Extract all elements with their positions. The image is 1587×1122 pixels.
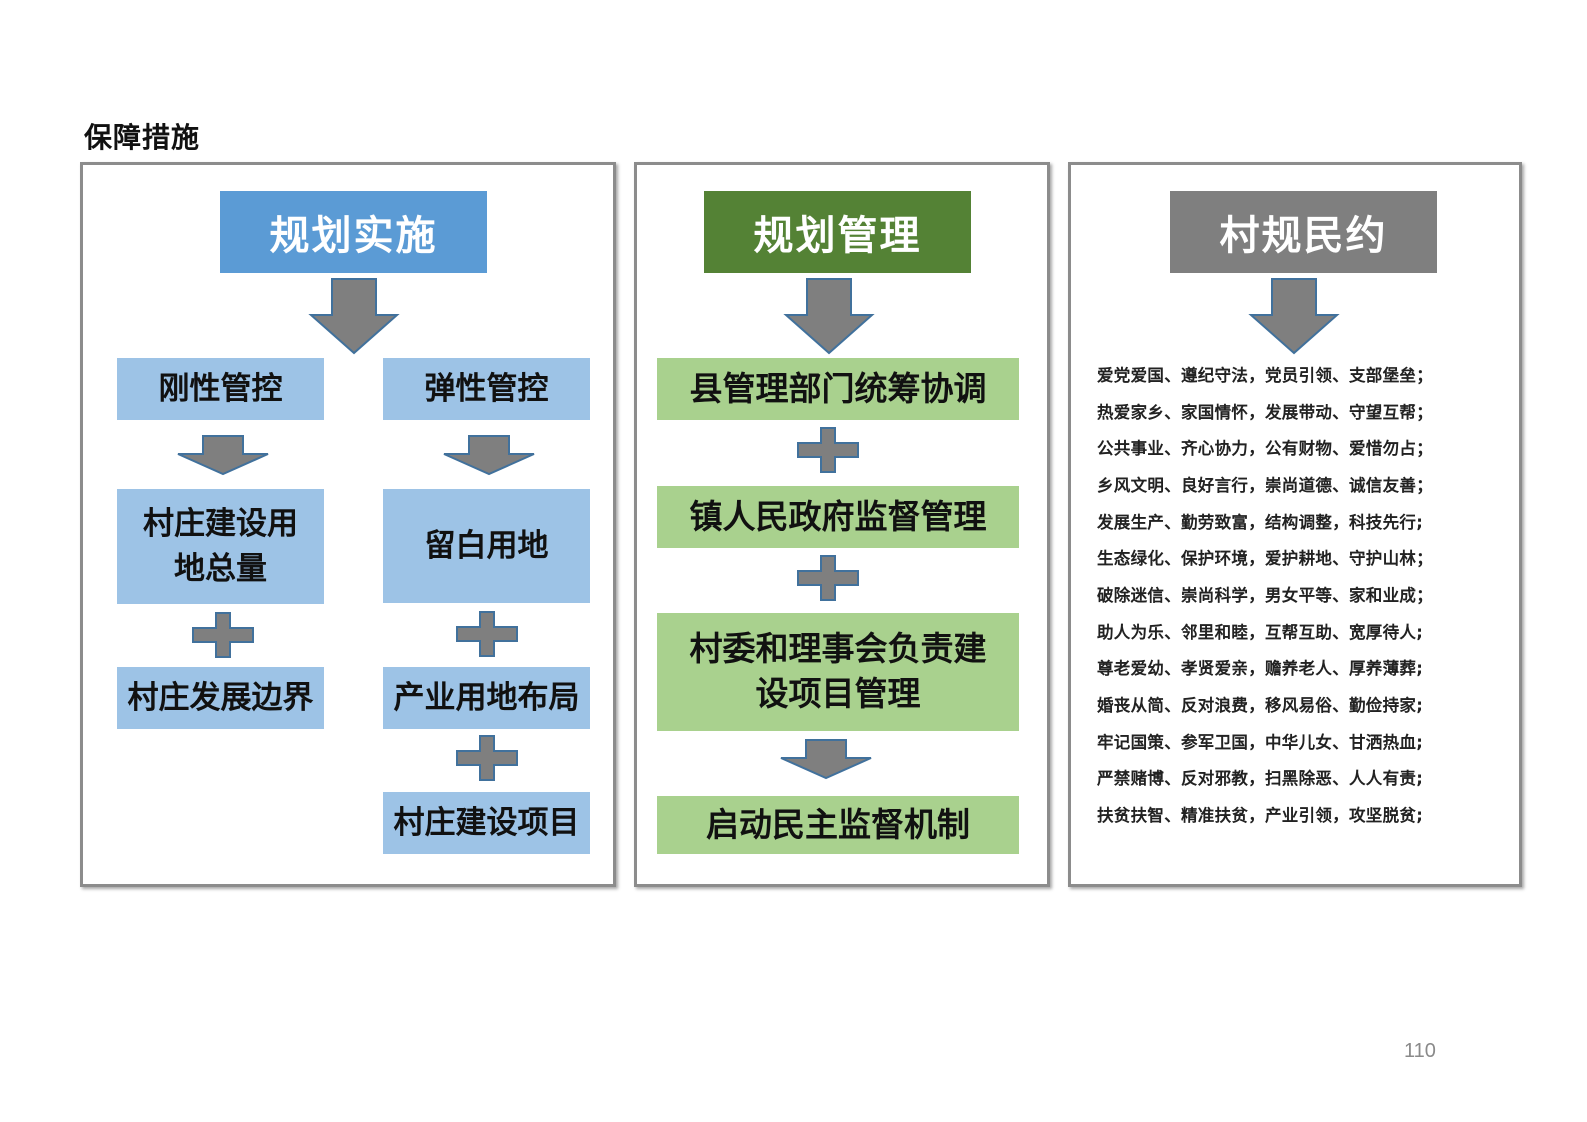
county-coordination-box: 县管理部门统筹协调 bbox=[657, 358, 1019, 420]
rule-line: 尊老爱幼、孝贤爱亲，赡养老人、厚养薄葬; bbox=[1097, 659, 1424, 678]
industrial-land-layout-box: 产业用地布局 bbox=[383, 667, 590, 729]
rule-line: 助人为乐、邻里和睦，互帮互助、宽厚待人; bbox=[1097, 623, 1424, 642]
rule-line: 生态绿化、保护环境，爱护耕地、守护山林； bbox=[1097, 549, 1433, 568]
box-text-line: 村委和理事会负责建 bbox=[689, 629, 987, 669]
rule-line: 破除迷信、崇尚科学，男女平等、家和业成； bbox=[1097, 586, 1433, 605]
box-text-line: 村庄建设用 bbox=[143, 505, 298, 542]
plus-icon bbox=[192, 612, 254, 658]
plus-icon bbox=[797, 427, 859, 473]
down-arrow-icon bbox=[1248, 278, 1340, 355]
down-arrow-icon bbox=[177, 435, 269, 476]
village-committee-box: 村委和理事会负责建 设项目管理 bbox=[657, 613, 1019, 731]
rule-line: 爱党爱国、遵纪守法，党员引领、支部堡垒； bbox=[1097, 366, 1433, 385]
down-arrow-icon bbox=[783, 278, 875, 355]
page-title: 保障措施 bbox=[84, 121, 201, 154]
down-arrow-icon bbox=[308, 278, 400, 355]
down-arrow-icon bbox=[443, 435, 535, 476]
plus-icon bbox=[797, 555, 859, 601]
flexible-control-box: 弹性管控 bbox=[383, 358, 590, 420]
village-development-boundary-box: 村庄发展边界 bbox=[117, 667, 324, 729]
town-supervision-box: 镇人民政府监督管理 bbox=[657, 486, 1019, 548]
rule-line: 牢记国策、参军卫国，中华儿女、甘洒热血; bbox=[1097, 733, 1424, 752]
village-construction-land-total-box: 村庄建设用 地总量 bbox=[117, 489, 324, 604]
rule-line: 热爱家乡、家国情怀，发展带动、守望互帮； bbox=[1097, 403, 1433, 422]
box-text-line: 地总量 bbox=[174, 550, 267, 587]
democratic-supervision-box: 启动民主监督机制 bbox=[657, 796, 1019, 854]
header-planning-management: 规划管理 bbox=[704, 191, 971, 273]
rule-line: 扶贫扶智、精准扶贫，产业引领，攻坚脱贫; bbox=[1097, 806, 1424, 825]
rigid-control-box: 刚性管控 bbox=[117, 358, 324, 420]
down-arrow-icon bbox=[780, 739, 872, 780]
rule-line: 乡风文明、良好言行，崇尚道德、诚信友善； bbox=[1097, 476, 1433, 495]
page-number: 110 bbox=[1404, 1040, 1436, 1062]
plus-icon bbox=[456, 611, 518, 657]
rule-line: 发展生产、勤劳致富，结构调整，科技先行; bbox=[1097, 513, 1424, 532]
village-construction-project-box: 村庄建设项目 bbox=[383, 792, 590, 854]
plus-icon bbox=[456, 735, 518, 781]
rule-line: 婚丧从简、反对浪费，移风易俗、勤俭持家; bbox=[1097, 696, 1424, 715]
reserved-land-box: 留白用地 bbox=[383, 489, 590, 603]
rule-line: 严禁赌博、反对邪教，扫黑除恶、人人有责; bbox=[1097, 769, 1424, 788]
header-village-rules: 村规民约 bbox=[1170, 191, 1437, 273]
header-planning-implementation: 规划实施 bbox=[220, 191, 487, 273]
box-text-line: 设项目管理 bbox=[755, 674, 921, 713]
rule-line: 公共事业、齐心协力，公有财物、爱惜勿占； bbox=[1097, 439, 1433, 458]
